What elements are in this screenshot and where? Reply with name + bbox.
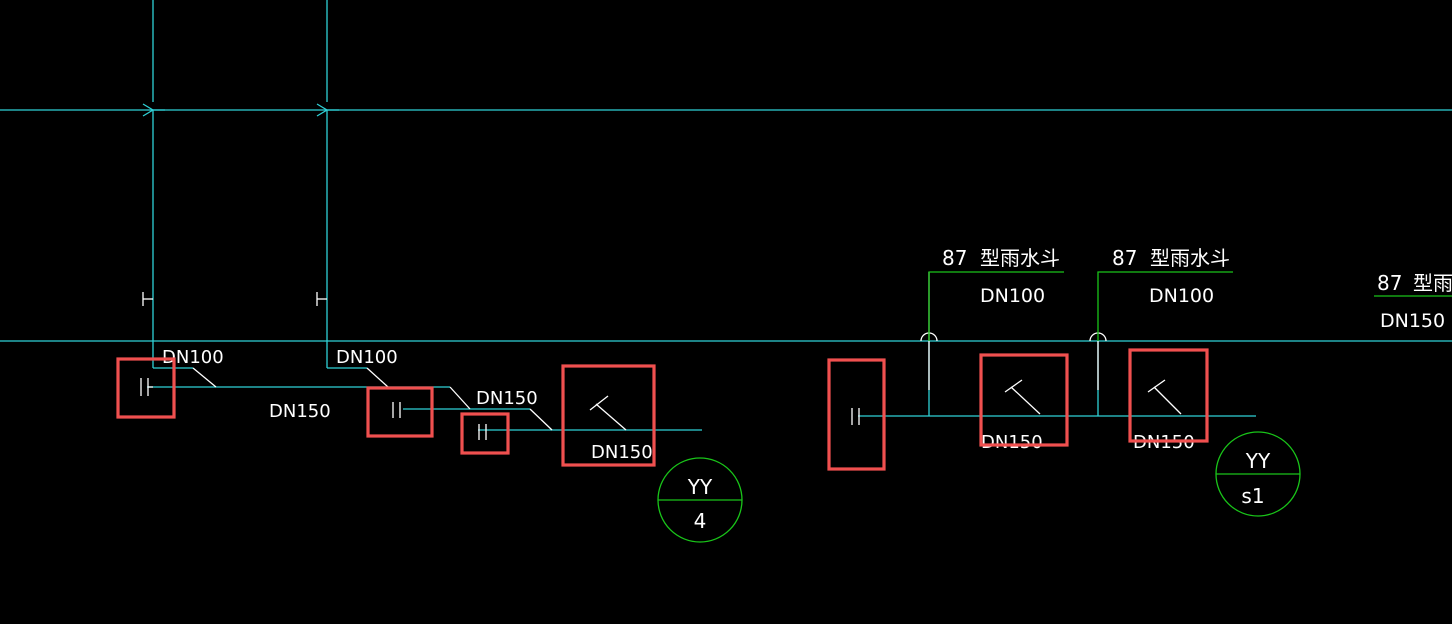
floor-drain-icon: [1147, 379, 1182, 415]
floor-drain-icon: [1004, 379, 1041, 415]
hopper-type: 型雨水斗: [980, 246, 1060, 270]
hopper-number: 87: [942, 246, 967, 270]
pipe-size-label: DN150: [591, 442, 653, 463]
stop-mark-icon: [142, 292, 153, 306]
hopper-size: DN100: [980, 285, 1045, 307]
svg-text:4: 4: [694, 509, 707, 533]
svg-text:YY: YY: [1245, 449, 1271, 473]
valve-icon: [392, 402, 401, 418]
highlight-boxes: [116, 348, 1209, 471]
reducer-icon: [316, 103, 339, 126]
riser-1: [142, 0, 165, 368]
pipe-tag-yy-4: YY 4: [657, 457, 743, 543]
label-leader: [928, 271, 1064, 341]
svg-text:s1: s1: [1241, 484, 1264, 508]
hopper-number: 87: [1112, 246, 1137, 270]
hopper-type: 型雨: [1413, 271, 1452, 295]
valve-icon: [140, 378, 153, 396]
stop-mark-icon: [316, 292, 327, 306]
highlight-box: [116, 357, 176, 419]
highlight-box: [561, 364, 656, 467]
pipe-size-label: DN100: [336, 347, 398, 368]
hopper-type: 型雨水斗: [1150, 246, 1230, 270]
pipe-size-label: DN150: [981, 432, 1043, 453]
valve-icon: [851, 408, 860, 425]
hopper-number: 87: [1377, 271, 1402, 295]
highlight-box: [979, 353, 1069, 447]
pipe-tag-yy-s1: YY s1: [1215, 431, 1301, 517]
highlight-box: [827, 358, 886, 471]
valve-icon: [478, 424, 487, 440]
pipe-run-left: [147, 367, 702, 431]
pipe-size-label: DN150: [269, 401, 331, 422]
label-leader: [1097, 271, 1233, 341]
riser-2: [316, 0, 339, 368]
hopper-size: DN150: [1380, 310, 1445, 332]
pipe-size-label: DN100: [162, 347, 224, 368]
reducer-icon: [142, 103, 165, 126]
highlight-box: [1128, 348, 1209, 443]
highlight-box: [366, 386, 434, 438]
svg-text:YY: YY: [687, 475, 713, 499]
hopper-size: DN100: [1149, 285, 1214, 307]
highlight-box: [460, 412, 510, 455]
floor-drain-icon: [589, 395, 627, 431]
pipe-size-label: DN150: [476, 388, 538, 409]
